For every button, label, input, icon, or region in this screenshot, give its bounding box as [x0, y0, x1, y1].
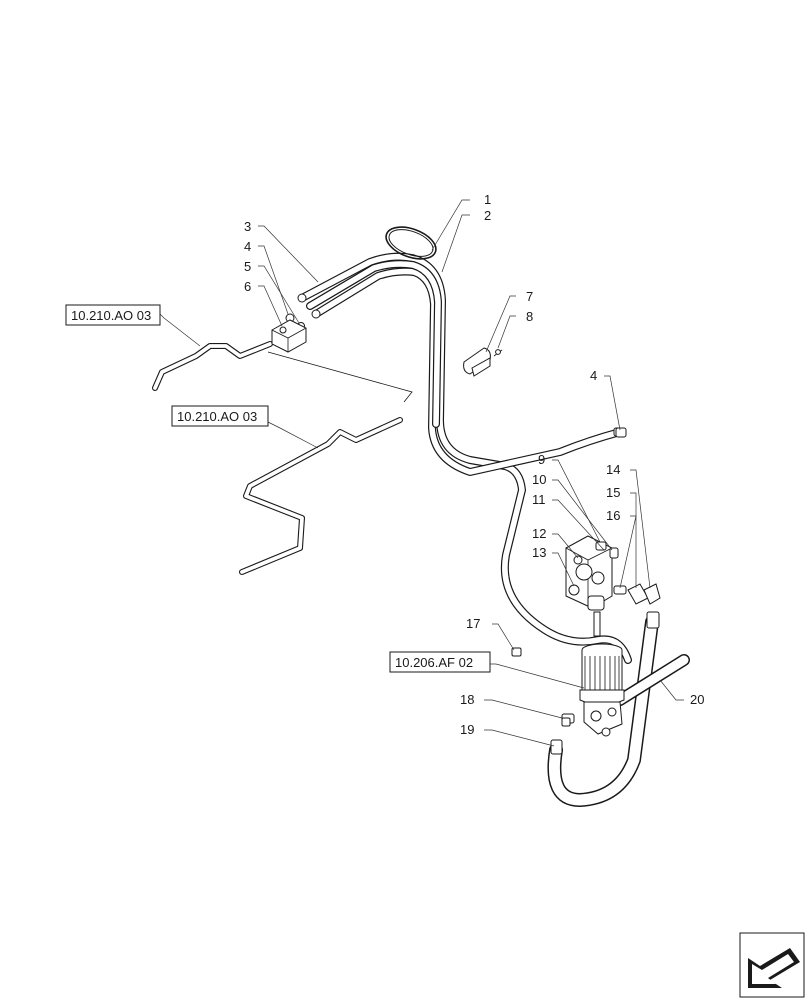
- direction-arrow-icon: [739, 932, 805, 998]
- svg-text:10.210.AO 03: 10.210.AO 03: [177, 409, 257, 424]
- callout-14: 14: [606, 462, 620, 477]
- callout-5: 5: [244, 259, 251, 274]
- svg-text:10.206.AF 02: 10.206.AF 02: [395, 655, 473, 670]
- ref-pipe-upper: [152, 341, 273, 391]
- callout-6: 6: [244, 279, 251, 294]
- callout-9: 9: [538, 452, 545, 467]
- callout-2: 2: [484, 208, 491, 223]
- rubber-hoses: [547, 611, 690, 807]
- callout-12: 12: [532, 526, 546, 541]
- callout-16: 16: [606, 508, 620, 523]
- callout-17: 17: [466, 616, 480, 631]
- callout-11: 11: [532, 492, 546, 507]
- callout-4: 4: [244, 239, 251, 254]
- ref-pipe-lower: [239, 417, 403, 575]
- fuel-filter-assembly: [561, 643, 625, 737]
- reference-boxes: 10.210.AO 03 10.210.AO 03 10.206.AF 02: [65, 304, 491, 673]
- callout-7: 7: [526, 289, 533, 304]
- callout-1: 1: [484, 192, 491, 207]
- o-ring-part: [385, 226, 437, 260]
- callout-labels: 1 2 3 4 5 6 7 8 4 9 10 11 12 13 14 15 16…: [244, 192, 704, 737]
- callout-4b: 4: [590, 368, 597, 383]
- clamp-block-part: [271, 319, 307, 353]
- ref-box-2: 10.210.AO 03: [171, 405, 269, 427]
- fuel-pipes: [152, 252, 632, 664]
- callout-18: 18: [460, 692, 474, 707]
- callout-20: 20: [690, 692, 704, 707]
- svg-text:10.210.AO 03: 10.210.AO 03: [71, 308, 151, 323]
- parts: [271, 226, 661, 737]
- callout-10: 10: [532, 472, 546, 487]
- callout-15: 15: [606, 485, 620, 500]
- callout-19: 19: [460, 722, 474, 737]
- callout-13: 13: [532, 545, 546, 560]
- ref-box-3: 10.206.AF 02: [389, 651, 491, 673]
- leader-lines: [159, 199, 684, 747]
- callout-8: 8: [526, 309, 533, 324]
- ref-box-1: 10.210.AO 03: [65, 304, 161, 326]
- callout-3: 3: [244, 219, 251, 234]
- fuel-pump-assembly: [565, 535, 661, 637]
- pipe-clip-part: [463, 347, 503, 377]
